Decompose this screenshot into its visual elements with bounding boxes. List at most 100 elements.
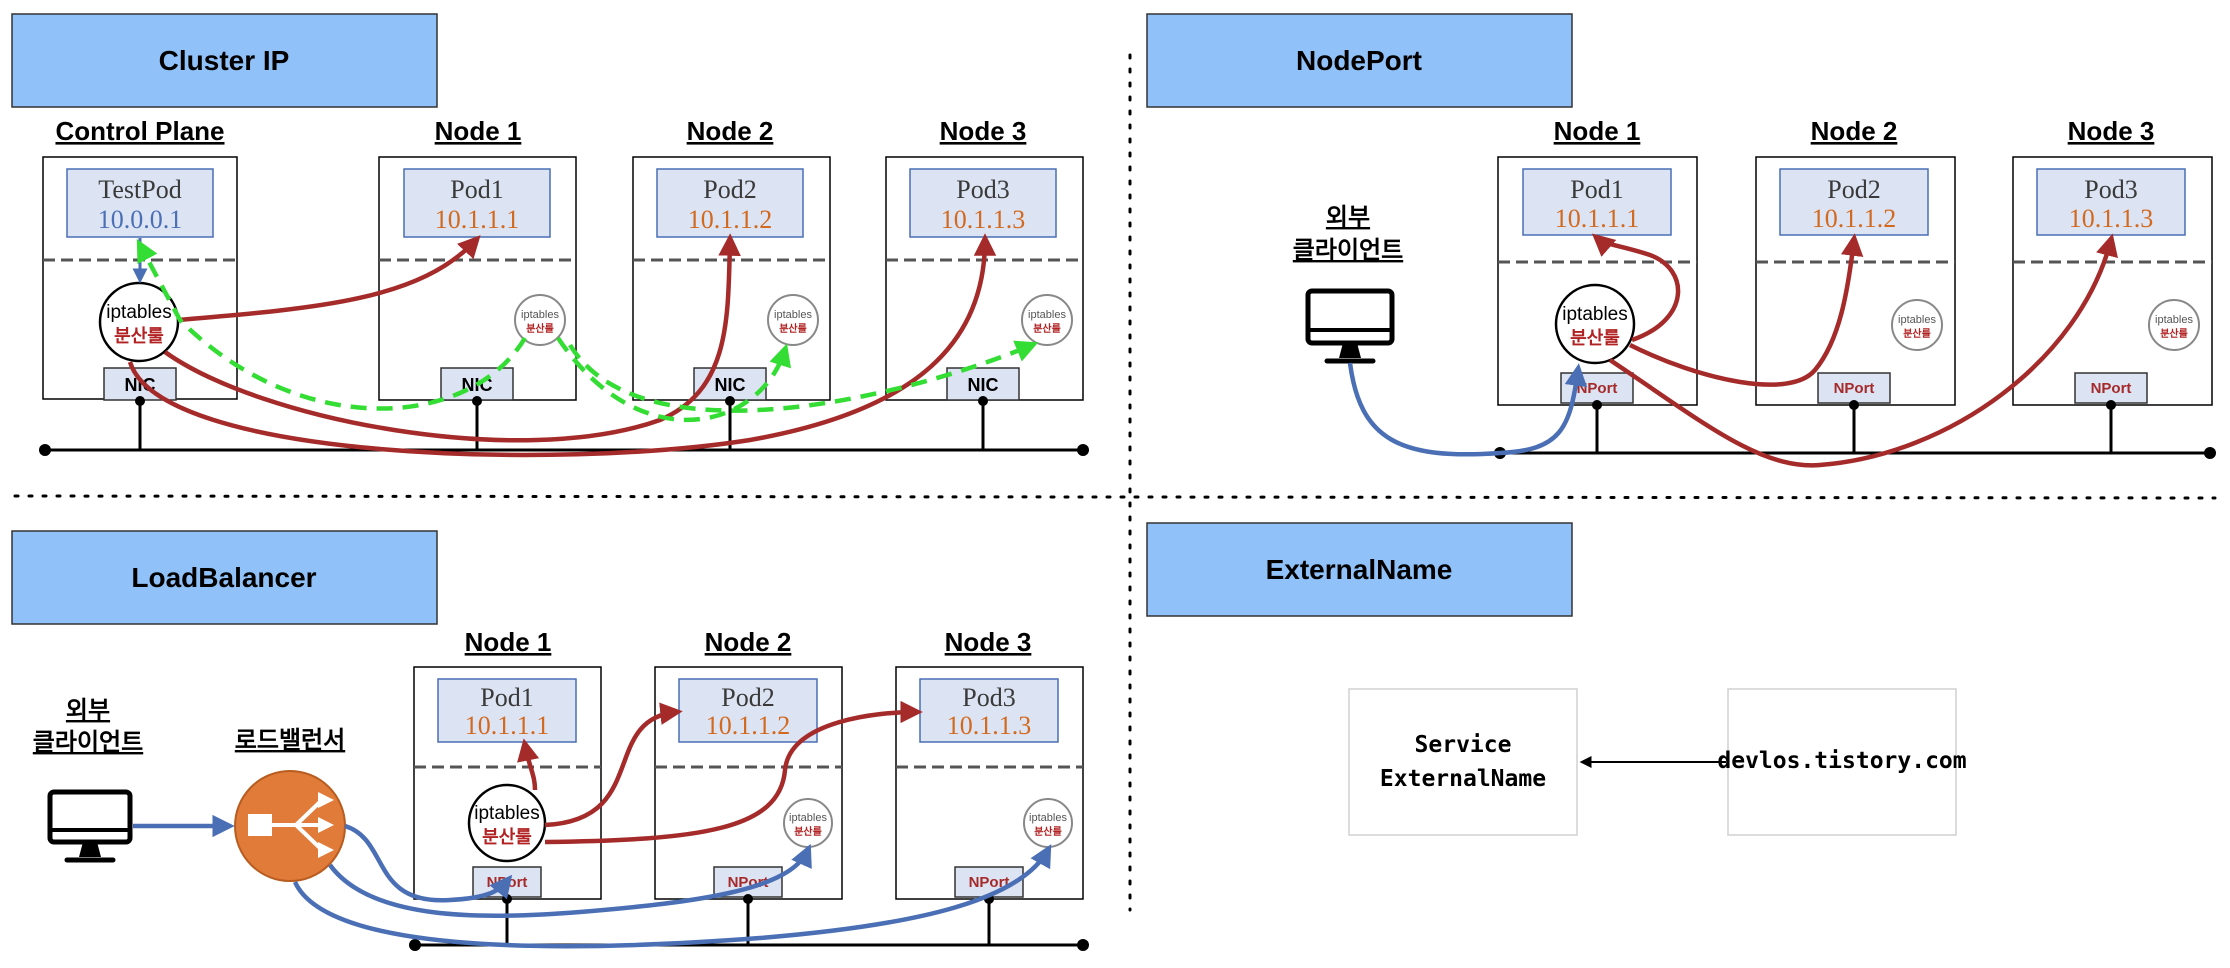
iptables-label: iptables (1562, 304, 1628, 325)
port-joint (1592, 400, 1602, 410)
node-label: Node 2 (1811, 116, 1898, 146)
pod-box (678, 678, 818, 743)
nodeport-title: NodePort (1296, 45, 1422, 76)
nport-label: NPort (1577, 380, 1618, 397)
pod-name: Pod1 (1570, 175, 1623, 204)
pod-name: Pod3 (962, 683, 1015, 712)
iptables-small-circle (2148, 299, 2200, 351)
control-plane-label: Control Plane (55, 116, 224, 146)
distribution-rule-small-label: 분산룰 (779, 322, 807, 335)
port-joint (1849, 400, 1859, 410)
pod-name: Pod2 (1827, 175, 1880, 204)
pod-box (919, 678, 1059, 743)
pod-box (1779, 168, 1929, 236)
loadbalancer-section: LoadBalancer 외부 클라이언트 로드밸런서 (11, 530, 1089, 951)
cluster-ip-title: Cluster IP (159, 45, 290, 76)
pod-name: Pod2 (721, 683, 774, 712)
cluster-ip-title-box (11, 13, 438, 108)
pod-box (1522, 168, 1672, 236)
cluster-ip-section: Cluster IP Control Plane TestPod 10.0.0.… (11, 13, 1089, 458)
distribution-rule-small-label: 분산룰 (1033, 322, 1061, 335)
nodeport-node-3: Node 3 Pod3 10.1.1.3 iptables 분산룰 NPort (2012, 116, 2213, 453)
monitor-icon (1305, 288, 1395, 364)
iptables-small-label: iptables (1028, 309, 1066, 321)
node-label: Node 1 (1554, 116, 1641, 146)
nport-label: NPort (1834, 380, 1875, 397)
externalname-title-box (1146, 522, 1573, 617)
port-joint (502, 894, 512, 904)
nodeport-node-2: Node 2 Pod2 10.1.1.2 iptables 분산룰 NPort (1755, 116, 1956, 453)
distribution-rule-small-label: 분산룰 (794, 825, 822, 838)
iptables-small-circle (1021, 294, 1073, 346)
cluster-ip-node-1: Node 1 Pod1 10.1.1.1 iptables 분산룰 NIC (378, 116, 577, 450)
iptables-small-label: iptables (2155, 314, 2193, 326)
nic-joint (135, 396, 145, 406)
pod-ip: 10.1.1.1 (465, 711, 550, 740)
red-route-to-pod2 (1628, 233, 1864, 387)
nodeport-node-1: Node 1 Pod1 10.1.1.1 iptables 분산룰 NPort (1497, 116, 1698, 453)
service-externalname-box (1348, 688, 1578, 836)
external-host-label: devlos.tistory.com (1717, 748, 1966, 774)
external-host-box (1727, 688, 1957, 836)
nport-label: NPort (2091, 380, 2132, 397)
iptables-label: iptables (474, 803, 540, 824)
iptables-small-label: iptables (1029, 812, 1067, 824)
green-return-from-node2 (556, 336, 792, 423)
pod-box (656, 168, 804, 238)
iptables-label: iptables (106, 302, 172, 323)
iptables-small-label: iptables (521, 309, 559, 321)
testpod-ip: 10.0.0.1 (98, 205, 183, 234)
distribution-rule-small-label: 분산룰 (1903, 327, 1931, 340)
iptables-small-label: iptables (789, 812, 827, 824)
nodeport-section: NodePort 외부 클라이언트 Node 1 Pod1 10.1.1.1 i… (1146, 13, 2216, 468)
node-label: Node 3 (2068, 116, 2155, 146)
pod-name: Pod1 (450, 175, 503, 204)
red-route-to-pod3 (127, 233, 997, 458)
red-route-to-pod1 (517, 738, 540, 791)
pod-ip: 10.1.1.2 (706, 711, 791, 740)
testpod-name: TestPod (98, 175, 181, 204)
red-route-to-pod3 (544, 700, 923, 845)
service-label: Service (1415, 732, 1512, 758)
pod-ip: 10.1.1.3 (2069, 204, 2154, 233)
distribution-rule-small-label: 분산룰 (2160, 327, 2188, 340)
port-joint (2106, 400, 2116, 410)
lb-to-node3-arrow (292, 844, 1052, 949)
externalname-title: ExternalName (1266, 554, 1453, 585)
bus-end (39, 444, 51, 456)
load-balancer-icon (234, 770, 346, 882)
bus-end (2204, 447, 2216, 459)
pod-ip: 10.1.1.1 (435, 205, 520, 234)
nport-label: NPort (969, 874, 1010, 891)
iptables-small-circle (767, 294, 819, 346)
nic-joint (978, 396, 988, 406)
bus-end (409, 939, 421, 951)
testpod-box (66, 168, 214, 238)
red-route-to-pod2 (163, 233, 741, 443)
red-route-to-pod3 (1608, 233, 2118, 468)
external-client-label: 외부 (1326, 203, 1370, 231)
iptables-small-label: iptables (1898, 314, 1936, 326)
loadbalancer-node-2: Node 2 Pod2 10.1.1.2 iptables 분산룰 NPort (654, 627, 843, 945)
nodeport-title-box (1146, 13, 1573, 108)
nic-label: NIC (715, 375, 746, 395)
iptables-small-circle (514, 294, 566, 346)
distribution-rule-label: 분산룰 (1570, 328, 1620, 349)
node-label: Node 2 (705, 627, 792, 657)
bus-end (1077, 939, 1089, 951)
nic-label: NIC (968, 375, 999, 395)
pod-box (2036, 168, 2186, 236)
pod-name: Pod3 (2084, 175, 2137, 204)
load-balancer-label: 로드밸런서 (235, 726, 345, 754)
control-plane: Control Plane TestPod 10.0.0.1 iptables … (42, 116, 238, 450)
red-route-to-pod1 (177, 235, 481, 323)
red-route-to-pod2 (544, 702, 683, 828)
cluster-ip-node-2: Node 2 Pod2 10.1.1.2 iptables 분산룰 NIC (632, 116, 831, 450)
pod-ip: 10.1.1.1 (1555, 204, 1640, 233)
nic-joint (725, 396, 735, 406)
node-label: Node 3 (945, 627, 1032, 657)
monitor-icon (47, 789, 133, 863)
external-client-label: 외부 (66, 696, 110, 724)
node-label: Node 1 (465, 627, 552, 657)
